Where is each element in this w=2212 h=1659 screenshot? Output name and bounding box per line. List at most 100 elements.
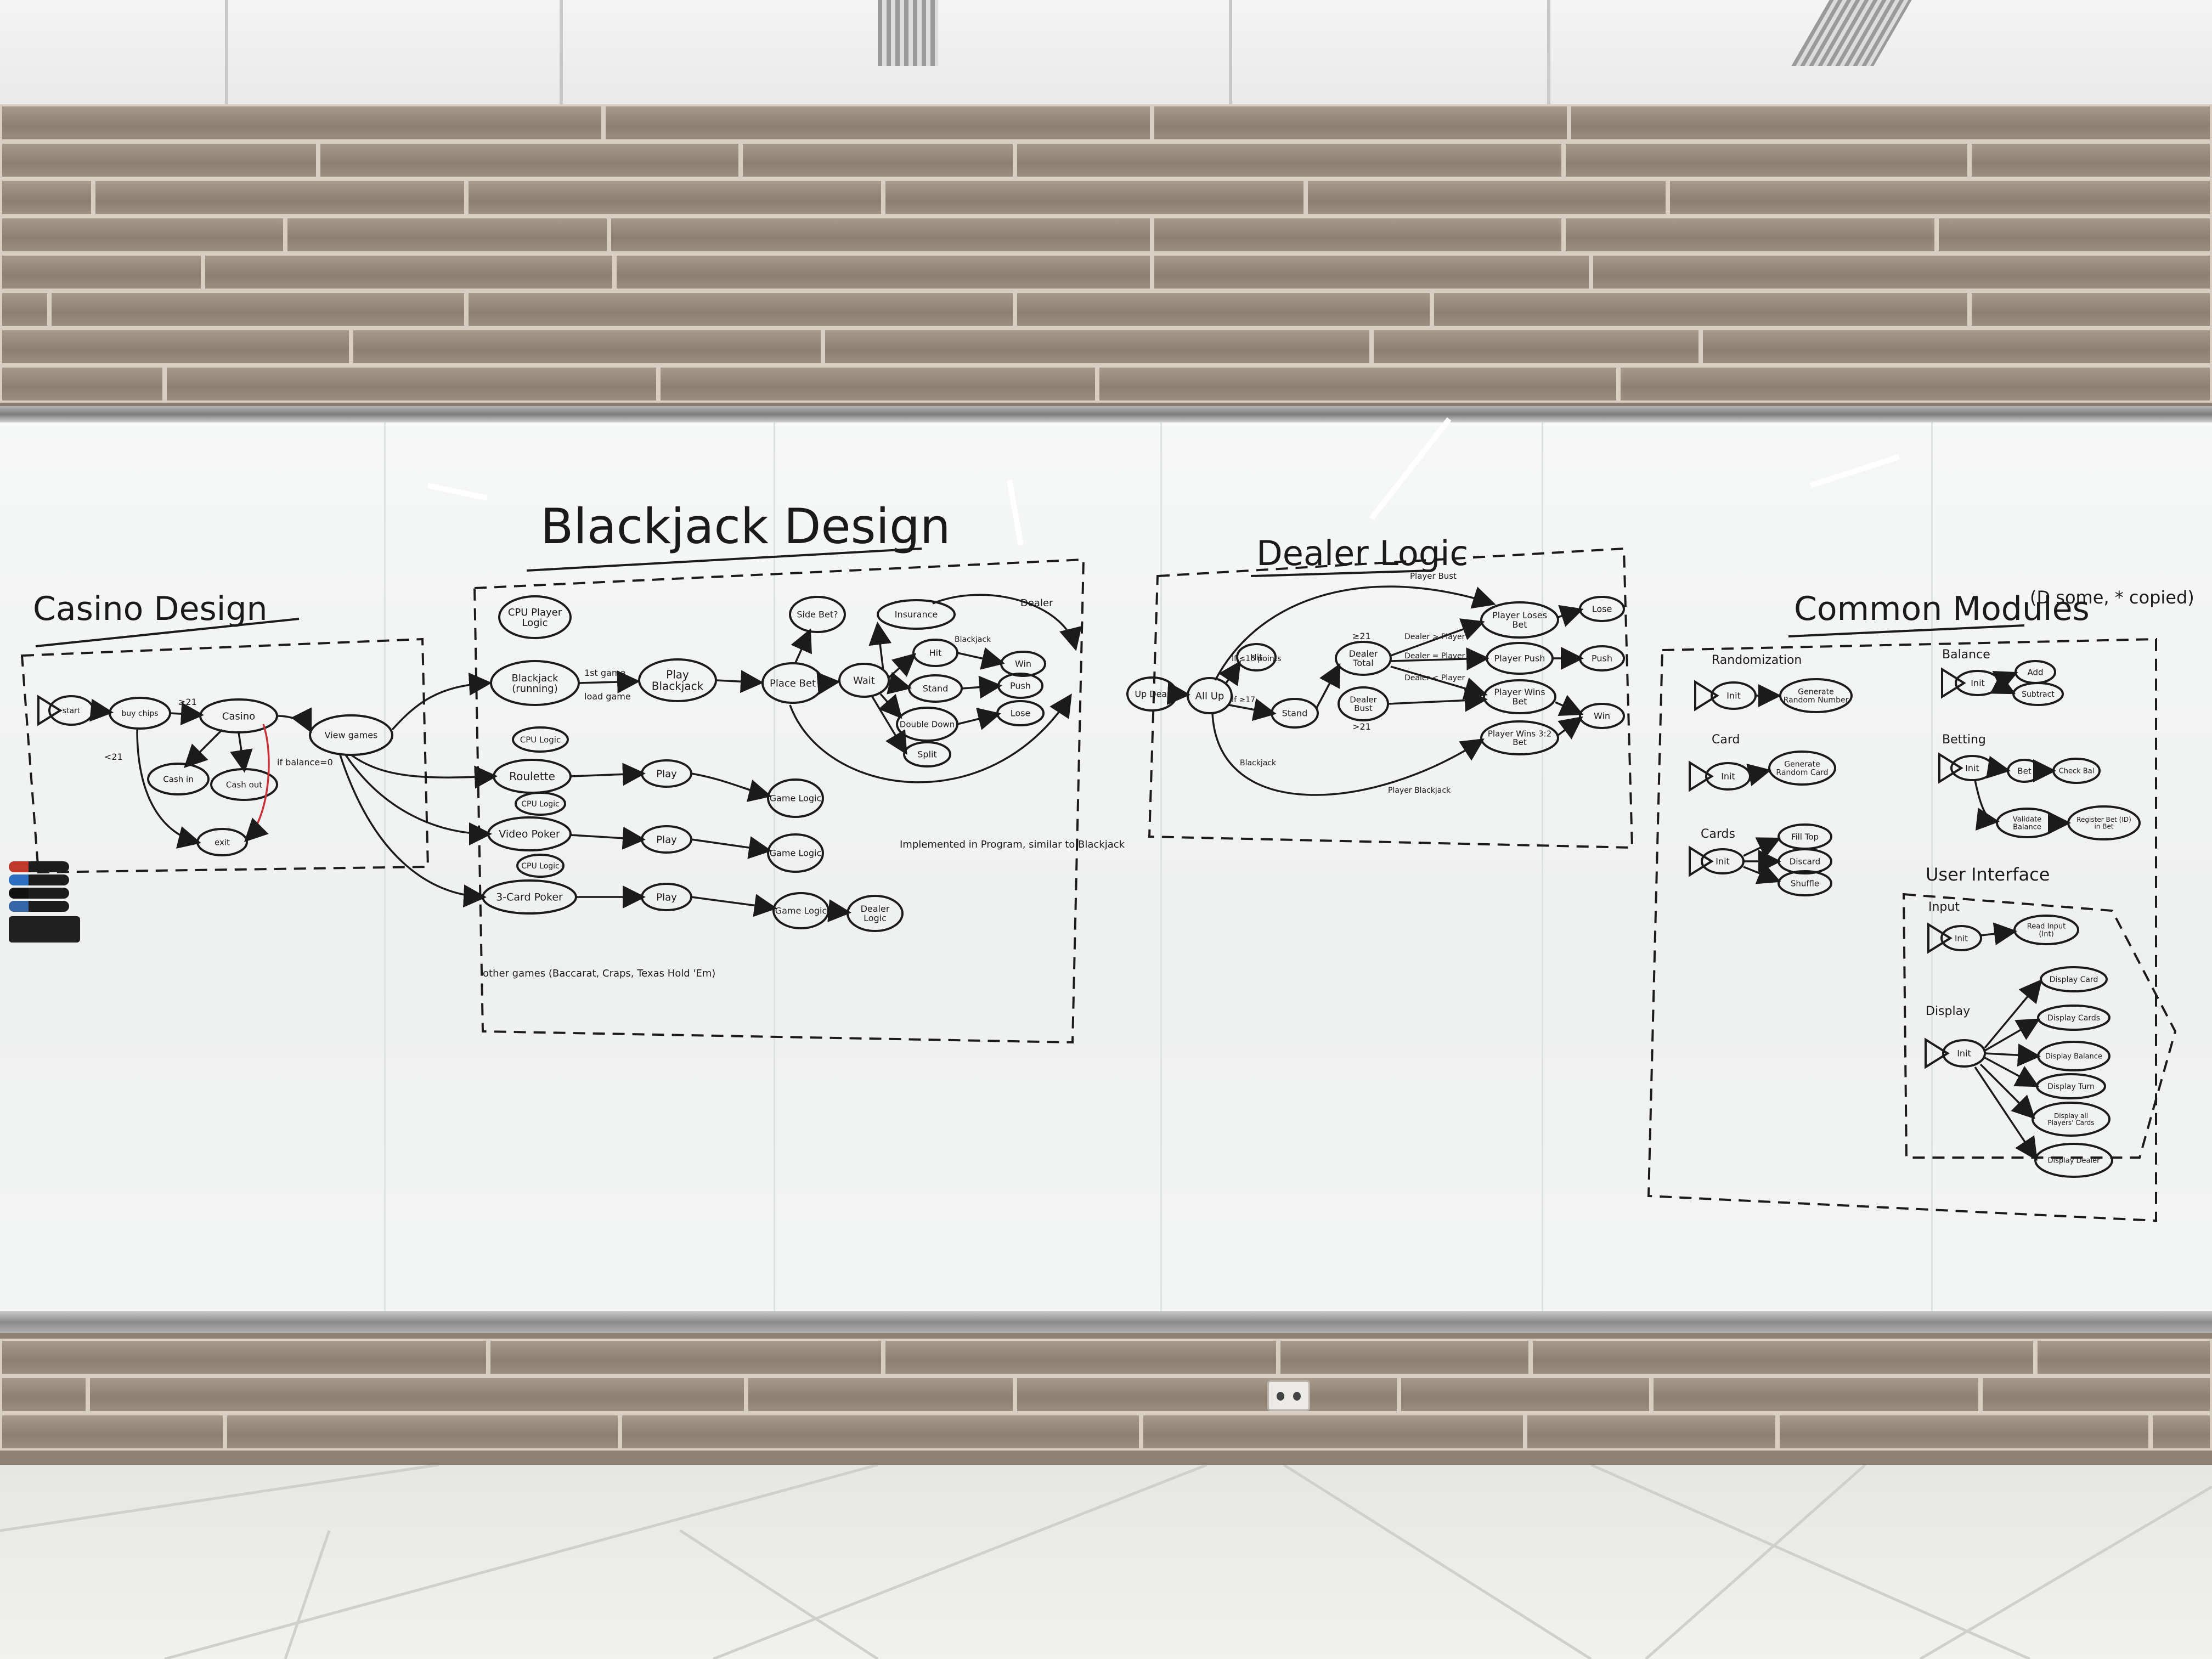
edge-blackjack-play [578,670,640,693]
marker-blue[interactable] [9,874,69,885]
node-blackjack-n_cpu4 [516,854,565,878]
label-dealer-n_ppush: Player Push [1494,653,1545,664]
ui-boundary [1902,893,2177,1159]
edge-loop-back [789,693,1072,783]
node-dealer-n_dtotal [1335,641,1392,676]
eraser[interactable] [9,916,80,943]
label-common-disp_bal: Display Balance [2045,1053,2102,1061]
edge-label-common-randomization: Randomization [1712,653,1802,667]
edge-dbust-win [1387,689,1488,712]
label-common-bal_add: Add [2027,667,2043,677]
edge-cards-fill [1743,837,1781,859]
edge-wait-double [878,693,902,719]
label-common-in_read: Read Input(Int) [2027,923,2066,939]
edge-w32-win [1557,716,1583,740]
label-blackjack-n_gl1: Game Logic [770,793,822,804]
label-dealer-n_hit: Hit [1250,652,1263,663]
edge-view-threecard [339,754,487,908]
edge-label-dealer-e_le16: If ≤16 points [1232,654,1282,663]
edge-wait-split [871,696,907,755]
label-blackjack-n_gl3: Game Logic [775,906,827,916]
edge-start-buy [89,698,114,722]
common-modules-note: (D some, * copied) [2030,587,2194,608]
edge-wbet-win [1555,695,1584,716]
label-common-disp_card: Display Card [2050,975,2098,984]
label-blackjack-n_play2: Play [656,768,677,780]
edge-play-gl1 [691,772,772,802]
edge-buy-exit [136,729,201,849]
node-common-disp_cards [2037,1005,2111,1031]
edge-label-common-display: Display [1926,1005,1970,1018]
cards-init-triangle [1689,845,1714,877]
edge-blackjack-path [1211,713,1485,796]
label-dealer-n_allup: All Up [1195,690,1224,702]
edge-label-dealer-e_deq: Dealer = Player [1404,652,1465,661]
label-blackjack-n_lose: Lose [1011,708,1031,719]
edge-label-common-card: Card [1712,733,1740,747]
label-dealer-n_win: Win [1594,711,1610,721]
label-common-card_init: Init [1721,771,1735,782]
label-dealer-n_stand: Stand [1282,708,1308,719]
title-casino-design: Casino Design [33,590,268,628]
label-blackjack-n_cpu4: CPU Logic [521,862,560,871]
label-casino-n_buy: buy chips [121,709,158,718]
edge-label-dealer-e_dlp: Dealer < Player [1404,674,1465,682]
casino-boundary [20,637,430,874]
edge-card-gen [1746,763,1771,786]
edge-label-common-cards: Cards [1701,827,1735,841]
label-common-bet_register: Register Bet (ID)in Bet [2076,816,2131,831]
node-common-disp_all [2032,1102,2111,1137]
edge-label-casino-e_ge21: ≥21 [178,697,197,707]
title-blackjack-design: Blackjack Design [540,498,951,555]
title-common-modules: Common Modules [1794,590,2090,628]
edge-casino-cashin [184,729,223,768]
edge-casino-exit [244,724,270,842]
edge-play-gl3 [691,894,777,917]
edge-disp-all [1979,1063,2035,1119]
edge-disp-dealer [1974,1066,2038,1161]
edge-buy-casino [170,702,204,726]
node-blackjack-n_insurance [877,599,956,630]
label-common-disp_cards: Display Cards [2047,1014,2100,1023]
label-dealer-n_lose: Lose [1592,604,1612,614]
bal-init-triangle [1941,667,1966,699]
label-blackjack-n_cpu2: CPU Logic [520,735,561,744]
edge-label-blackjack-note_other: other games (Baccarat, Craps, Texas Hold… [483,968,715,979]
edge-view-roulette [350,754,498,789]
edge-view-videopoker [345,754,492,845]
label-blackjack-n_cpu3: CPU Logic [521,800,560,809]
label-common-in_init: Init [1955,933,1968,943]
edge-to-dealer [932,594,1082,651]
label-common-cards_discard: Discard [1790,856,1820,866]
marker-tray [0,1311,2212,1333]
node-blackjack-n_cpu2 [512,726,569,753]
label-casino-n_exit: exit [215,837,230,847]
edge-dtotal-lose [1390,618,1485,657]
edge-up-allup [1166,682,1190,706]
node-common-in_init [1940,925,1982,951]
label-common-cards_init: Init [1716,856,1730,867]
label-blackjack-n_placebet: Place Bet [770,678,816,689]
edge-label-blackjack-note_impl: Implemented in Program, similar to Black… [900,839,1125,850]
marker-blue-2[interactable] [9,901,69,912]
edge-cards-shuffle [1743,862,1781,884]
label-dealer-n_up: Up Deal [1135,689,1169,699]
edge-label-casino-e_balance: if balance=0 [277,757,333,768]
label-common-bet_check: Check Bal [2059,768,2095,776]
node-blackjack-n_cpu3 [515,792,566,816]
marker-black[interactable] [9,888,69,899]
edge-label-dealer-e_ge17: If ≥17 [1232,696,1255,704]
label-common-bal_init: Init [1971,678,1985,689]
common-boundary [1647,637,2157,1222]
edge-label-common-ui: User Interface [1926,864,2050,885]
marker-red[interactable] [9,861,69,872]
board-top-rail [0,406,2212,422]
edge-wait-hit [888,653,917,679]
edge-hit-win [957,647,1005,670]
label-blackjack-n_double: Double Down [900,719,955,729]
label-blackjack-n_blackjack: Blackjack(running) [511,673,558,695]
